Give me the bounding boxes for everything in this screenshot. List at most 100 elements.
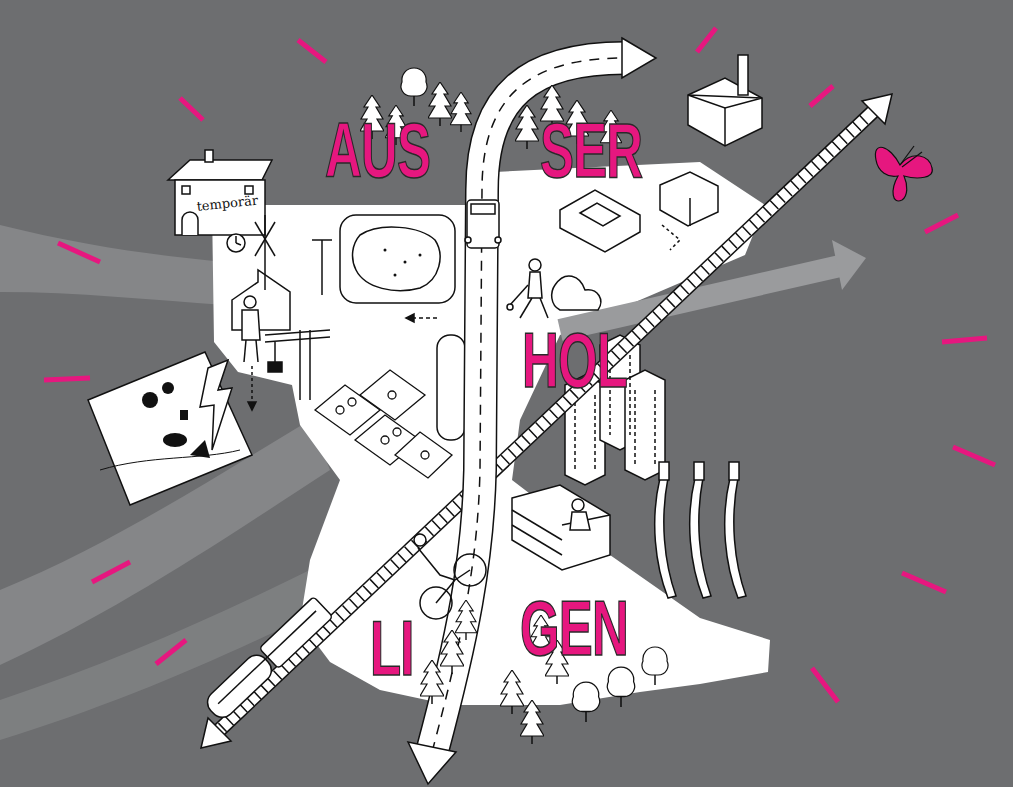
- trees: [420, 660, 444, 704]
- windmill-workshop: [312, 239, 332, 241]
- place-name-fragment: SER: [540, 112, 642, 190]
- train: [203, 597, 333, 723]
- map: [88, 352, 252, 505]
- person: [244, 340, 246, 362]
- lake-field: [419, 254, 422, 257]
- trees: [572, 682, 599, 722]
- lake-field: [353, 227, 440, 291]
- cyclist: [414, 534, 426, 546]
- windmill-workshop: [255, 222, 275, 256]
- walking-person: [552, 276, 601, 310]
- map: [142, 392, 158, 408]
- walking-person: [507, 304, 513, 310]
- silo: [437, 335, 465, 440]
- bus: [465, 237, 471, 243]
- high-rise-towers: [654, 390, 656, 465]
- silo: [406, 314, 414, 322]
- windmill-workshop: [321, 240, 323, 295]
- butterfly: [902, 152, 922, 167]
- trees: [401, 68, 427, 106]
- street-lamps: [655, 478, 676, 598]
- place-name-fragment: HOL: [522, 322, 627, 400]
- butterfly: [875, 146, 932, 201]
- map: [200, 360, 232, 450]
- cyclist: [455, 570, 470, 580]
- trees: [428, 82, 452, 126]
- crane: [299, 330, 301, 400]
- street-lamps: [725, 478, 746, 598]
- temporary-building: [182, 186, 190, 194]
- steps-and-sitter: [512, 485, 610, 570]
- street-lamps: [655, 462, 746, 598]
- flow-streams: [0, 225, 225, 305]
- pink-ticks: [810, 86, 833, 106]
- truck: [689, 198, 691, 226]
- person: [244, 296, 256, 308]
- steps-and-sitter: [512, 485, 610, 570]
- walking-person: [528, 272, 542, 298]
- temporary-building: [168, 150, 272, 252]
- silo: [406, 314, 465, 440]
- map: [190, 440, 210, 458]
- road: [408, 38, 656, 784]
- courtyard-building: [560, 190, 640, 252]
- truck: [662, 225, 680, 250]
- crane: [309, 330, 311, 400]
- train: [218, 611, 316, 704]
- trees: [607, 667, 634, 707]
- walking-person: [529, 259, 541, 271]
- train: [259, 597, 333, 669]
- street-lamps: [729, 462, 739, 480]
- crane: [265, 337, 330, 342]
- courtyard-building: [560, 190, 640, 252]
- temporary-building: [205, 150, 213, 162]
- garden-plots: [315, 370, 452, 478]
- truck: [660, 172, 718, 250]
- place-name-fragment: GEN: [520, 590, 628, 668]
- railway: [862, 94, 892, 124]
- pink-ticks: [44, 378, 90, 380]
- street-lamps: [694, 462, 704, 480]
- pink-ticks: [942, 338, 987, 342]
- cyclist: [418, 548, 455, 580]
- pink-ticks: [92, 562, 130, 582]
- temporary-building: [227, 234, 245, 252]
- temporary-building: [168, 160, 272, 180]
- butterfly: [900, 146, 914, 165]
- truck: [660, 172, 718, 226]
- pink-ticks: [156, 640, 186, 664]
- crane: [274, 342, 276, 362]
- garden-plots: [381, 436, 389, 444]
- trees: [642, 647, 668, 685]
- map: [100, 450, 240, 470]
- steps-and-sitter: [570, 512, 590, 530]
- high-rise-towers: [634, 390, 636, 465]
- railway: [212, 105, 880, 737]
- pink-ticks: [180, 98, 203, 120]
- map: [142, 382, 188, 447]
- trees: [515, 105, 539, 149]
- person: [242, 310, 260, 340]
- lake-field: [384, 249, 422, 277]
- grey-arrow: [832, 240, 866, 290]
- road: [408, 742, 456, 784]
- person: [256, 340, 258, 362]
- trees: [520, 700, 544, 744]
- street-lamps: [659, 462, 669, 480]
- windmill-workshop: [255, 222, 275, 256]
- garden-plots: [336, 406, 344, 414]
- walking-person: [510, 285, 528, 305]
- garden-plots: [360, 370, 425, 420]
- high-rise-towers: [629, 355, 631, 435]
- high-rise-towers: [574, 395, 576, 470]
- trees: [450, 92, 472, 132]
- railway: [201, 718, 231, 748]
- garden-plots: [348, 398, 356, 406]
- map: [162, 382, 174, 394]
- street-lamps: [690, 478, 711, 598]
- lake-field: [404, 261, 407, 264]
- pink-ticks: [925, 215, 958, 232]
- railway: [212, 105, 880, 737]
